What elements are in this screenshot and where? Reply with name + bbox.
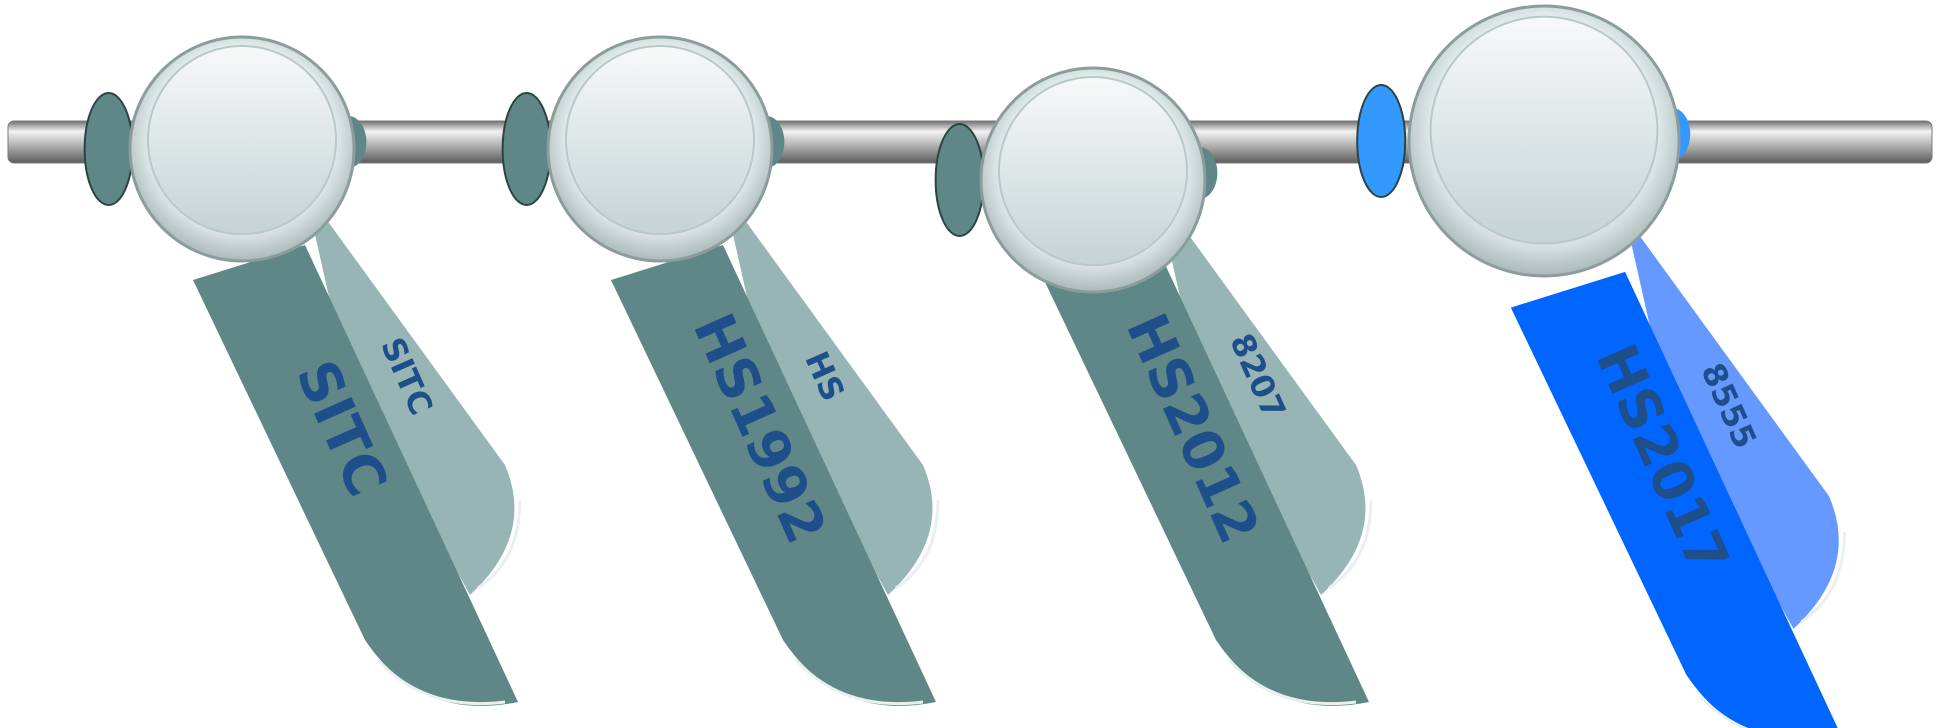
ring-inner <box>1431 17 1658 244</box>
washer-left <box>1357 85 1405 197</box>
washer-left <box>85 93 133 205</box>
ring-inner <box>999 77 1187 265</box>
washer-left <box>936 124 984 236</box>
ring-inner <box>148 46 336 234</box>
washer-left <box>503 93 551 205</box>
ring-inner <box>566 46 754 234</box>
